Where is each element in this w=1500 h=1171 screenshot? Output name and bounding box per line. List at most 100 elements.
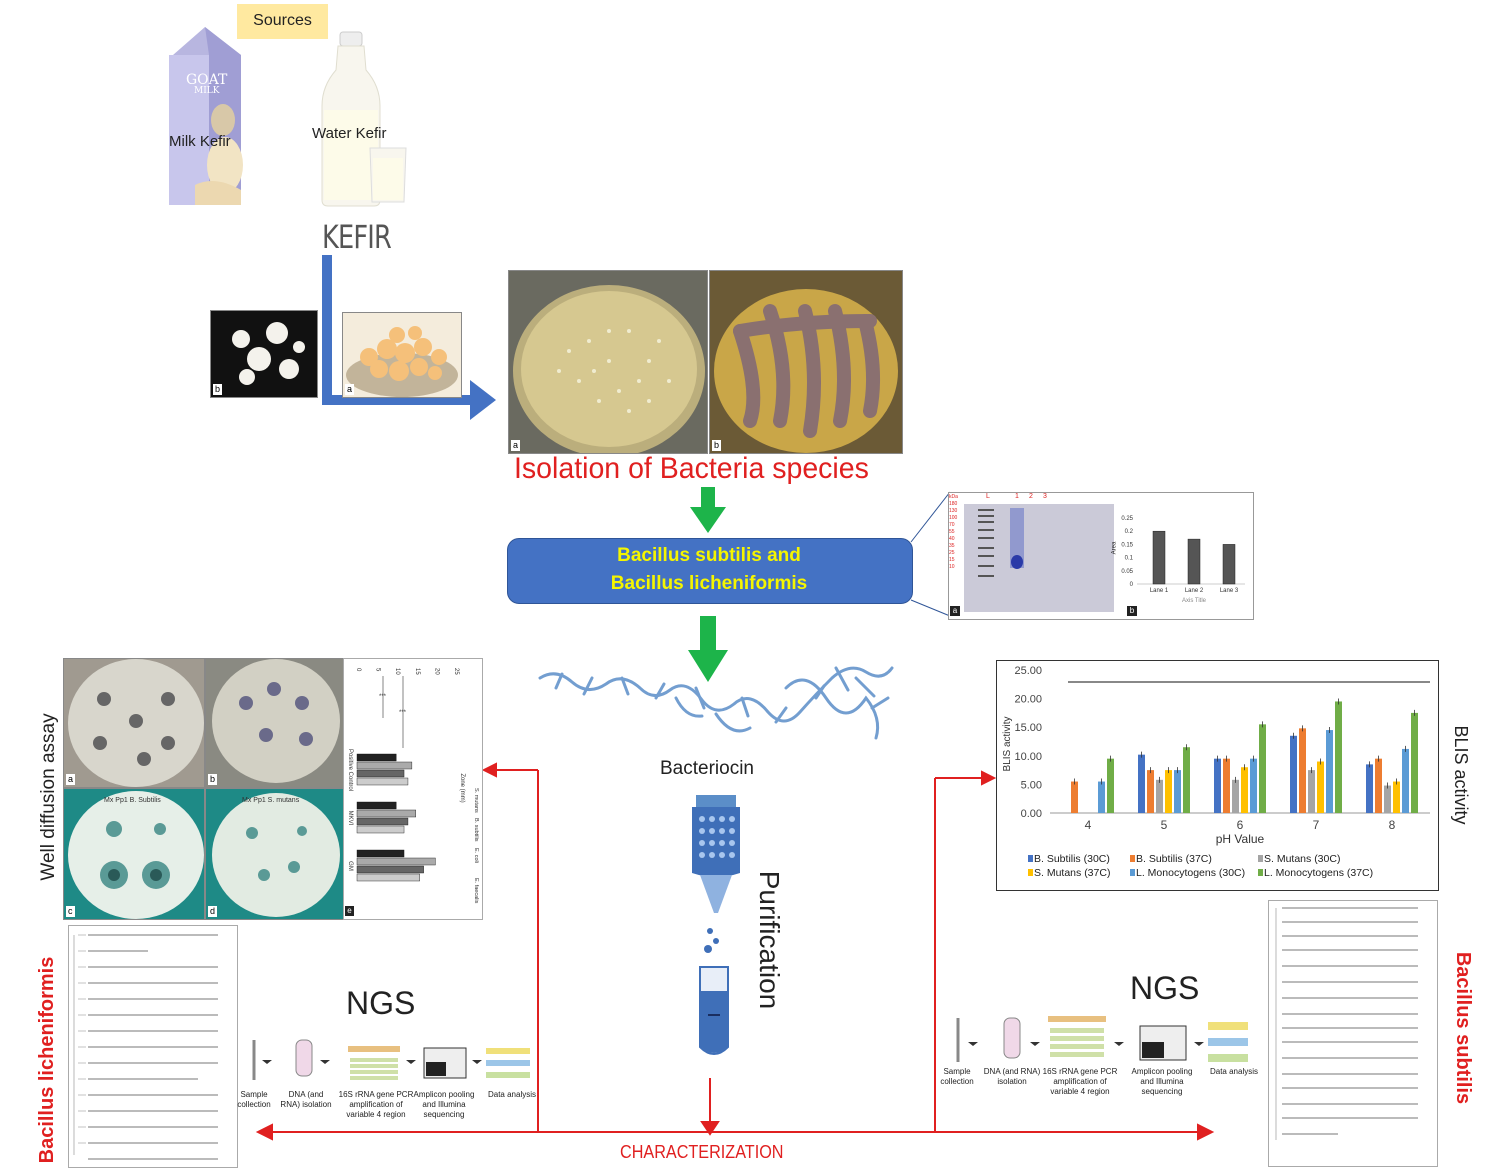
green-down-arrow-1	[690, 487, 726, 533]
right-ngs-workflow-icons	[956, 1016, 1248, 1062]
blis-bar	[1259, 724, 1266, 813]
well-plate-photo-c: Mx Pp1 B. Subtilis c	[63, 788, 205, 920]
gel-lane-2: 2	[1029, 493, 1033, 500]
left-species-label: Bacillus licheniformis	[36, 956, 58, 1164]
blis-bar	[1174, 770, 1181, 813]
blis-bar	[1375, 758, 1382, 813]
goat-label: GOAT	[186, 72, 228, 88]
well-tag-d: d	[208, 906, 218, 917]
gel-bar-label: Lane 1	[1150, 588, 1169, 594]
well-bar	[356, 873, 420, 882]
gel-bar-label: Lane 3	[1220, 588, 1239, 594]
left-ngs-workflow-icons	[252, 1039, 530, 1080]
bacteriocin-molecule-image	[538, 666, 894, 740]
gel-ytick-label: 0.15	[1121, 542, 1133, 548]
kefir-title: KEFIR	[322, 218, 392, 256]
well-group-label: Positive Control	[347, 749, 353, 791]
gel-callout-lines	[910, 491, 951, 617]
well-sig-label: ***	[379, 694, 387, 700]
well-legend-label: E. faecalis	[473, 878, 479, 904]
gel-yaxis-label: Area	[1111, 541, 1118, 555]
blis-bar	[1138, 754, 1145, 813]
gel-bar	[1152, 530, 1166, 585]
marker-180: 180	[949, 501, 958, 507]
well-bar	[356, 825, 405, 834]
marker-70: 70	[949, 522, 955, 528]
sources-label-box	[237, 4, 328, 39]
blis-ylabel: BLIS activity	[1002, 716, 1013, 771]
blis-title: BLIS activity	[1451, 725, 1471, 825]
blis-legend-label: S. Mutans (30C)	[1264, 853, 1340, 865]
milk-label: MILK	[194, 86, 220, 96]
blis-legend-label: B. Subtilis (30C)	[1034, 853, 1110, 865]
well-tick-label: 0	[355, 668, 361, 672]
blis-bar	[1411, 712, 1418, 813]
gel-ytick-label: 0.25	[1121, 516, 1133, 522]
well-bar	[356, 857, 436, 866]
well-bar	[356, 761, 413, 770]
bacteriocin-label: Bacteriocin	[660, 758, 754, 779]
well-bar	[356, 753, 397, 762]
blis-legend-swatch	[1028, 869, 1033, 876]
gel-ytick-label: 0	[1130, 582, 1134, 588]
milk-kefir-label: Milk Kefir	[169, 133, 231, 150]
blis-xtick-label: 6	[1237, 818, 1244, 832]
well-bar	[356, 777, 409, 786]
well-legend-label: S. mutans	[473, 788, 479, 813]
blis-bar	[1326, 730, 1333, 813]
blis-legend-swatch	[1258, 869, 1263, 876]
blis-xlabel: pH Value	[1216, 832, 1265, 846]
well-tick-label: 15	[414, 668, 420, 675]
left-ngs-step-5: Data analysis	[487, 1090, 537, 1099]
right-phylo-tree	[1268, 900, 1438, 1167]
marker-25: 25	[949, 550, 955, 556]
kefir-grains-photo-b: b	[210, 310, 318, 398]
blis-bar	[1147, 770, 1154, 813]
blis-xtick-label: 7	[1313, 818, 1320, 832]
gel-bands	[978, 508, 1024, 577]
blis-legend-label: B. Subtilis (37C)	[1136, 853, 1212, 865]
species-line-2: Bacillus licheniformis	[610, 573, 808, 594]
gel-bar	[1187, 538, 1201, 585]
blis-bar	[1107, 758, 1114, 813]
blis-bar	[1223, 758, 1230, 813]
well-bar	[356, 849, 405, 858]
plate-d-title: Mx Pp1 S. mutans	[242, 797, 300, 804]
right-ngs-step-3: 16S rRNA gene PCR amplification of varia…	[1042, 1067, 1118, 1096]
right-ngs-title: NGS	[1130, 970, 1200, 1006]
marker-10: 10	[949, 564, 955, 570]
blis-bar	[1250, 758, 1257, 813]
water-kefir-bottle-image	[321, 31, 407, 207]
left-ngs-step-3: 16S rRNA gene PCR amplification of varia…	[338, 1090, 414, 1119]
well-bar	[356, 769, 405, 778]
blis-bar	[1308, 770, 1315, 813]
blis-ytick-label: 10.00	[1014, 751, 1042, 763]
characterization-label: CHARACTERIZATION	[620, 1142, 784, 1162]
blis-bar	[1366, 764, 1373, 813]
blis-legend-label: L. Monocytogens (30C)	[1136, 867, 1245, 879]
left-phylo-tree-lines	[73, 934, 218, 1160]
well-axis-label: Zone (mm)	[459, 773, 465, 802]
blis-xtick-label: 8	[1389, 818, 1396, 832]
grain-tag-b: b	[213, 384, 223, 395]
well-tick-label: 20	[433, 668, 439, 675]
well-tick-label: 5	[375, 668, 381, 672]
blis-legend-swatch	[1130, 855, 1135, 862]
blis-xtick-label: 5	[1161, 818, 1168, 832]
well-bar	[356, 865, 424, 874]
grain-tag-a: a	[345, 384, 355, 395]
blis-bar	[1384, 785, 1391, 813]
marker-55: 55	[949, 529, 955, 535]
well-group-label: MKVI	[347, 811, 353, 826]
blis-legend-label: S. Mutans (37C)	[1034, 867, 1110, 879]
well-plate-photo-b: b	[205, 658, 345, 788]
well-plate-photo-a: a	[63, 658, 205, 788]
kefir-grains-photo-a: a	[342, 312, 462, 398]
blis-bar	[1393, 781, 1400, 813]
well-diffusion-title: Well diffusion assay	[38, 713, 59, 881]
well-tick-label: 25	[453, 668, 459, 675]
isolation-tag-a: a	[511, 440, 521, 451]
blis-bar	[1183, 747, 1190, 813]
blis-bar	[1290, 735, 1297, 813]
